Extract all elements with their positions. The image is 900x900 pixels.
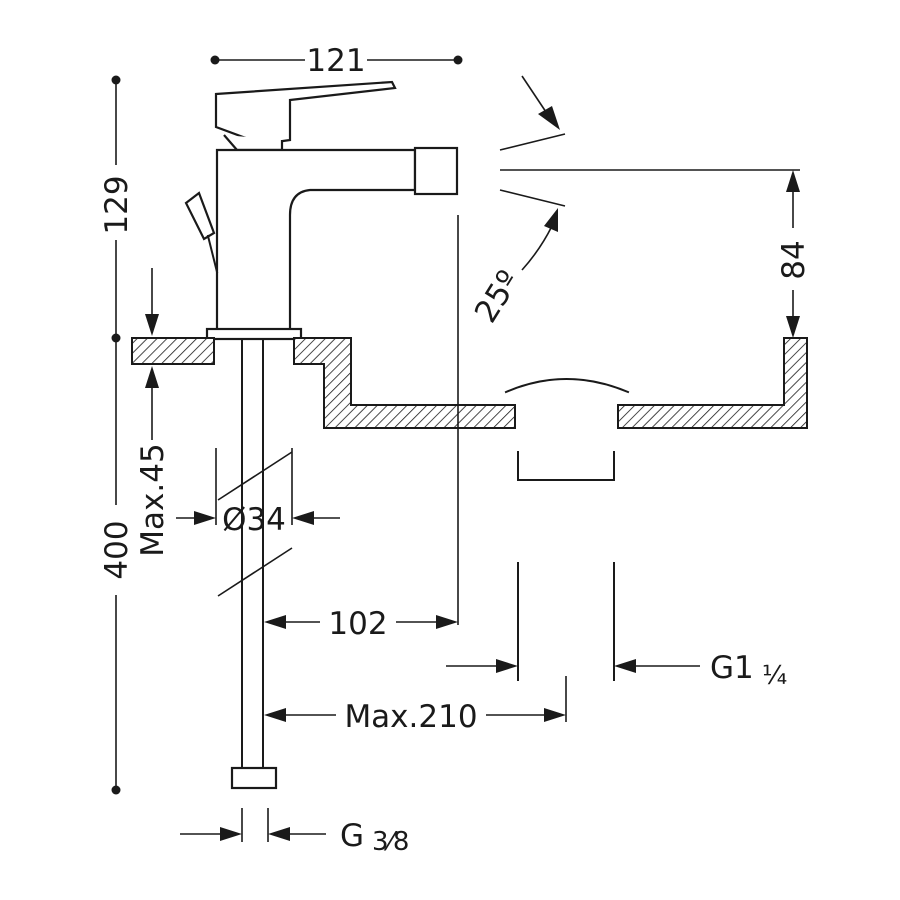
dimension-121: 121 <box>210 42 463 79</box>
supply-hose <box>217 338 293 790</box>
faucet-body <box>184 80 459 341</box>
dimension-g-3-8: G 3⁄8 <box>180 818 409 857</box>
drain-body <box>517 451 615 481</box>
dimension-102: 102 <box>264 606 458 642</box>
break-line-upper <box>217 451 293 501</box>
dimension-angle-25: 25º <box>468 75 560 329</box>
dim-diameter-label: Ø34 <box>222 502 286 538</box>
dim-g1-label: G1 <box>710 650 754 686</box>
aerator <box>413 146 459 196</box>
dimension-84: 84 <box>776 170 812 338</box>
popup-rod <box>184 191 216 241</box>
dimension-max45: Max.45 <box>135 268 171 557</box>
popup-rod-stem <box>206 234 219 274</box>
dim-102-label: 102 <box>328 606 387 642</box>
deck-left <box>131 337 215 365</box>
dimension-max210: Max.210 <box>264 699 566 735</box>
break-line-lower <box>217 547 293 597</box>
lever-handle <box>214 80 397 146</box>
dim-max45-label: Max.45 <box>135 443 171 556</box>
dim-121-label: 121 <box>306 43 365 79</box>
dim-max210-label: Max.210 <box>344 699 477 735</box>
dim-g38-label: G <box>340 818 364 854</box>
hose-nut <box>230 766 278 790</box>
dimension-g1-1-4: G1 ¼ <box>446 650 787 691</box>
dim-400-label: 400 <box>99 520 135 579</box>
dim-g38-fraction: 3⁄8 <box>372 827 409 857</box>
dimension-diameter-34: Ø34 <box>176 502 340 538</box>
base-plate <box>205 327 303 341</box>
dim-angle-label: 25º <box>468 264 527 329</box>
body-spout <box>215 148 417 332</box>
drain-plug-arc <box>504 378 630 394</box>
dim-g1-fraction: ¼ <box>762 661 787 691</box>
dim-84-label: 84 <box>776 240 812 279</box>
bidet-deck <box>131 337 808 681</box>
dim-129-label: 129 <box>99 175 135 234</box>
dimension-vertical-left: 129 400 <box>99 75 135 795</box>
deck-right <box>293 337 516 429</box>
bowl-right <box>617 337 808 429</box>
extension-lines <box>215 133 800 842</box>
